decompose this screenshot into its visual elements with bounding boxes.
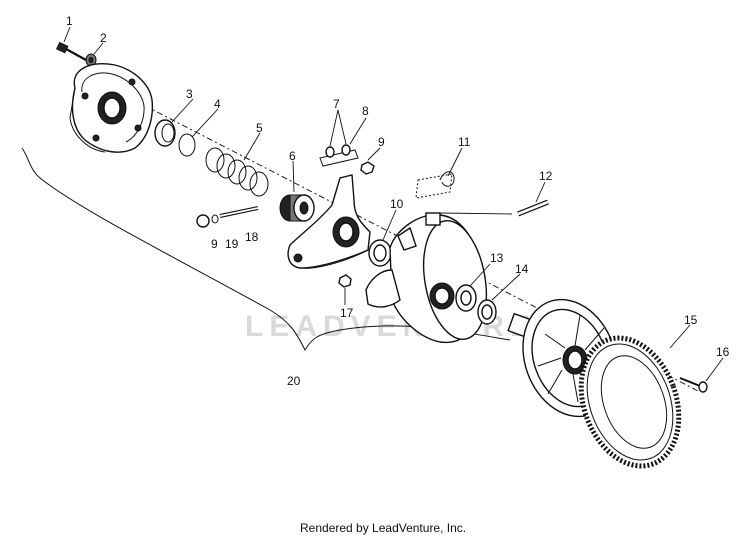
callout-2[interactable]: 2 <box>100 31 107 45</box>
callout-5[interactable]: 5 <box>256 121 263 135</box>
callout-3[interactable]: 3 <box>186 87 193 101</box>
callout-16[interactable]: 16 <box>716 345 730 359</box>
part-8-weight[interactable] <box>341 144 351 156</box>
part-19-o-ring[interactable] <box>211 214 219 224</box>
part-3-bushing[interactable] <box>154 119 176 147</box>
part-13-bearing[interactable] <box>455 284 477 312</box>
cover-plate[interactable] <box>69 63 154 153</box>
part-5-spring[interactable] <box>205 147 269 197</box>
part-9-nut-left[interactable] <box>196 214 210 228</box>
callout-18[interactable]: 18 <box>245 230 259 244</box>
callout-9-right[interactable]: 9 <box>378 135 385 149</box>
assembly-bracket <box>21 147 511 352</box>
callout-20[interactable]: 20 <box>287 374 301 388</box>
footer-credit: Rendered by LeadVenture, Inc. <box>300 521 466 535</box>
callout-9-left[interactable]: 9 <box>211 237 218 251</box>
part-14-bushing[interactable] <box>477 299 497 325</box>
callout-7[interactable]: 7 <box>333 97 340 111</box>
part-11-clip[interactable] <box>415 171 455 199</box>
spider-arm[interactable] <box>287 174 371 269</box>
callout-15[interactable]: 15 <box>684 313 698 327</box>
callout-8[interactable]: 8 <box>362 104 369 118</box>
callout-4[interactable]: 4 <box>214 97 221 111</box>
part-18-pin[interactable] <box>219 206 259 218</box>
callout-14[interactable]: 14 <box>515 262 529 276</box>
part-7-weight[interactable] <box>319 146 359 167</box>
part-6-roller[interactable] <box>279 194 315 222</box>
part-10-washer[interactable] <box>368 239 392 267</box>
callout-1[interactable]: 1 <box>66 14 73 28</box>
part-9-nut-right[interactable] <box>360 161 375 175</box>
part-12-pin[interactable] <box>517 199 549 217</box>
part-4-snap-ring[interactable] <box>178 133 196 157</box>
callout-13[interactable]: 13 <box>490 251 504 265</box>
part-2-washer[interactable] <box>85 53 97 67</box>
callout-11[interactable]: 11 <box>458 135 471 149</box>
leader-lines <box>63 26 724 382</box>
part-15-ring-gear[interactable] <box>564 324 696 480</box>
callout-17[interactable]: 17 <box>340 306 354 320</box>
callout-12[interactable]: 12 <box>539 169 553 183</box>
part-16-bolt[interactable] <box>679 377 708 393</box>
callout-6[interactable]: 6 <box>289 149 296 163</box>
callout-19[interactable]: 19 <box>225 237 239 251</box>
part-17-nut[interactable] <box>338 274 352 288</box>
callout-10[interactable]: 10 <box>390 197 404 211</box>
part-1-bolt[interactable] <box>56 41 87 61</box>
